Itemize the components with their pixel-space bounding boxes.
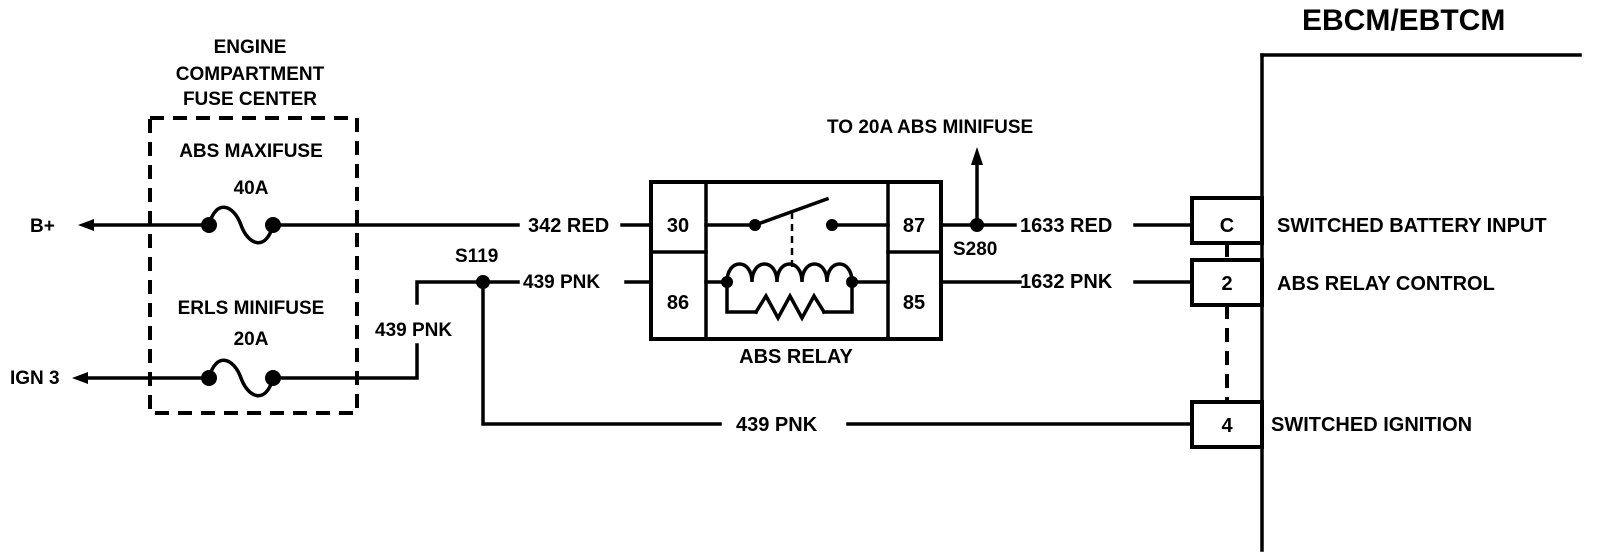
minifuse-rating: 20A xyxy=(234,329,269,350)
battery-circuit: B+ 342 RED xyxy=(30,215,653,237)
connector-pin-4-label: 4 xyxy=(1221,415,1233,437)
fuse-center-outline xyxy=(148,116,359,415)
to-minifuse-arrow-icon xyxy=(971,147,983,165)
minifuse-symbol xyxy=(201,358,281,398)
fuse-center-title-line-3: FUSE CENTER xyxy=(183,89,317,110)
wire-439-top-label: 439 PNK xyxy=(523,272,600,293)
splice-s119-label: S119 xyxy=(455,246,498,267)
ignition-arrow-icon xyxy=(72,372,88,384)
relay-coil-symbol xyxy=(704,262,890,288)
relay-pin-30: 30 xyxy=(667,215,689,237)
relay-name: ABS RELAY xyxy=(739,346,853,368)
connector-pin-4 xyxy=(1190,400,1264,449)
relay-switch-symbol xyxy=(704,196,890,270)
ebcm-module: EBCM/EBTCM xyxy=(1260,4,1582,552)
module-title: EBCM/EBTCM xyxy=(1302,4,1505,37)
relay-outline xyxy=(649,180,943,341)
maxifuse-label: ABS MAXIFUSE xyxy=(179,141,323,162)
fuse-center-title-line-1: ENGINE xyxy=(214,37,287,58)
fuse-center-title-line-2: COMPARTMENT xyxy=(176,64,325,85)
wire-1633-label: 1633 RED xyxy=(1020,215,1112,237)
connector-pin-2-label: 2 xyxy=(1221,273,1232,295)
maxifuse-rating: 40A xyxy=(234,178,269,199)
switched-ignition-label: SWITCHED IGNITION xyxy=(1271,414,1472,436)
connector-pin-c xyxy=(1190,196,1264,245)
battery-arrow-icon xyxy=(78,219,94,231)
connector-pin-c-label: C xyxy=(1220,215,1234,237)
ignition-source-label: IGN 3 xyxy=(10,368,60,389)
wire-1632-label: 1632 PNK xyxy=(1020,271,1113,293)
splice-s280-label: S280 xyxy=(953,239,997,260)
relay-resistor-symbol xyxy=(725,280,854,322)
minifuse-label: ERLS MINIFUSE xyxy=(178,298,325,319)
fuse-center: ENGINE COMPARTMENT FUSE CENTER ABS MAXIF… xyxy=(148,37,359,415)
relay-pin-85: 85 xyxy=(903,292,925,314)
abs-relay: 30 86 87 85 ABS RELAY xyxy=(649,180,943,368)
ignition-circuit: IGN 3 439 PNK S119 439 PNK 439 PNK xyxy=(10,246,1194,436)
maxifuse-symbol xyxy=(201,205,281,245)
output-circuits: S280 TO 20A ABS MINIFUSE 1633 RED 1632 P… xyxy=(827,117,1194,293)
to-minifuse-label: TO 20A ABS MINIFUSE xyxy=(827,117,1033,138)
wire-439-bottom-label: 439 PNK xyxy=(736,414,818,436)
switched-battery-input-label: SWITCHED BATTERY INPUT xyxy=(1277,215,1547,237)
wire-342-label: 342 RED xyxy=(528,215,609,237)
ebcm-connector: C 2 4 SWITCHED BATTERY INPUT ABS RELAY C… xyxy=(1190,196,1547,449)
abs-relay-control-label: ABS RELAY CONTROL xyxy=(1277,273,1495,295)
wire-439-left-label: 439 PNK xyxy=(375,320,452,341)
battery-source-label: B+ xyxy=(30,216,55,237)
relay-pin-86: 86 xyxy=(667,292,689,314)
relay-pin-87: 87 xyxy=(903,215,925,237)
